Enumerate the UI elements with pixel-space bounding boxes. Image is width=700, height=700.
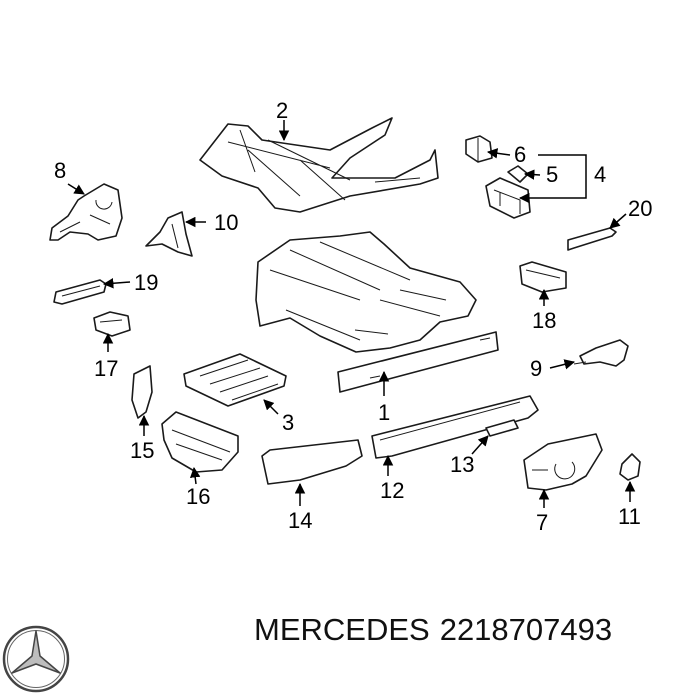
callout-2: 2 <box>276 98 288 123</box>
part-15-bracket <box>131 365 153 419</box>
brand-name: MERCEDES <box>254 612 430 647</box>
seat-pan-assembly <box>255 231 477 353</box>
callout-17: 17 <box>94 356 118 381</box>
callout-13: 13 <box>450 452 474 477</box>
callout-3: 3 <box>282 410 294 435</box>
part-7-side-shield <box>523 433 603 491</box>
part-6-cap <box>465 135 493 163</box>
callout-10: 10 <box>214 210 238 235</box>
part-10-bracket <box>145 211 193 257</box>
part-18-pocket <box>519 261 567 293</box>
callout-4: 4 <box>594 162 606 187</box>
callout-arrows <box>67 120 636 508</box>
callout-8: 8 <box>54 158 66 183</box>
part-1-side-rail <box>337 331 499 393</box>
callout-14: 14 <box>288 508 312 533</box>
callout-16: 16 <box>186 484 210 509</box>
part-9-cable <box>573 339 629 367</box>
callout-5: 5 <box>546 162 558 187</box>
part-19-cover-strip <box>53 279 107 305</box>
part-16-storage-tray <box>161 411 239 473</box>
part-20-trim-strip <box>567 227 617 251</box>
part-3-tray <box>183 353 287 407</box>
part-13-cover <box>485 419 519 437</box>
callout-1: 1 <box>378 400 390 425</box>
callout-19: 19 <box>134 270 158 295</box>
part-12-side-trim <box>371 395 539 459</box>
part-8-recliner-cover <box>49 183 123 241</box>
callout-9: 9 <box>530 356 542 381</box>
callout-15: 15 <box>130 438 154 463</box>
callout-7: 7 <box>536 510 548 535</box>
mercedes-star-icon <box>2 625 70 693</box>
callout-6: 6 <box>514 142 526 167</box>
part-number: 2218707493 <box>439 612 613 647</box>
part-17-clip <box>93 311 131 337</box>
callout-20: 20 <box>628 196 652 221</box>
part-2-seat-adjuster-frame <box>199 117 439 213</box>
callout-18: 18 <box>532 308 556 333</box>
callout-11: 11 <box>618 504 641 529</box>
footer-label: MERCEDES 2218707493 <box>254 612 622 648</box>
callout-12: 12 <box>380 478 404 503</box>
part-14-trim-panel <box>261 439 363 485</box>
part-11-cap <box>619 453 641 481</box>
